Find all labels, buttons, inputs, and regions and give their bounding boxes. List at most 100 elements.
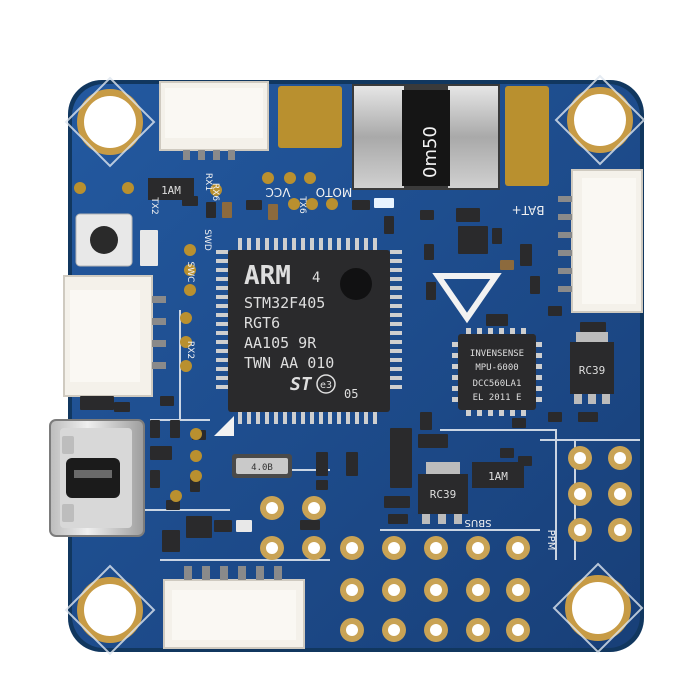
smd-part bbox=[388, 514, 408, 524]
mounting-hole-top-right bbox=[567, 87, 633, 153]
smd-part bbox=[114, 402, 130, 412]
mcu-digit: 4 bbox=[312, 270, 320, 286]
mcu-pin bbox=[216, 358, 228, 362]
mcu-pin bbox=[390, 367, 402, 371]
smd-part bbox=[236, 520, 252, 532]
mcu-pin bbox=[390, 340, 402, 344]
gold-via bbox=[284, 172, 296, 184]
mcu-pin bbox=[346, 238, 350, 250]
imu-pin bbox=[536, 375, 542, 380]
solder-pad-hole bbox=[614, 488, 626, 500]
solder-pad-hole bbox=[574, 488, 586, 500]
solder-pad-hole bbox=[512, 542, 524, 554]
gold-via bbox=[180, 336, 192, 348]
smd-part bbox=[346, 452, 358, 476]
mcu-pin bbox=[292, 412, 296, 424]
imu-chip: INVENSENSE MPU-6000 DCC560LA1 EL 2011 E bbox=[452, 328, 542, 416]
smd-part bbox=[214, 520, 232, 532]
solder-pad-hole bbox=[388, 584, 400, 596]
imu-pin bbox=[452, 364, 458, 369]
mcu-pin bbox=[364, 412, 368, 424]
mcu-pin bbox=[247, 238, 251, 250]
imu-pin bbox=[452, 342, 458, 347]
regulator-bottom-label: RC39 bbox=[430, 488, 457, 501]
smd-part bbox=[268, 204, 278, 220]
smd-part bbox=[140, 230, 158, 266]
solder-pad-hole bbox=[430, 624, 442, 636]
inductor-bottom-label: 1AM bbox=[488, 470, 508, 483]
solder-pad-hole bbox=[472, 584, 484, 596]
mcu-pin bbox=[390, 349, 402, 353]
imu-line2: MPU-6000 bbox=[475, 363, 518, 373]
silk-sbus: SBUS bbox=[465, 517, 492, 528]
regulator-top-label: RC39 bbox=[579, 364, 606, 377]
gold-via bbox=[210, 184, 222, 196]
silk-triangle-mark bbox=[214, 273, 502, 436]
smd-part bbox=[420, 210, 434, 220]
shunt-resistor: 0m50 bbox=[352, 84, 500, 190]
smd-part bbox=[512, 418, 526, 428]
mcu-pin bbox=[390, 376, 402, 380]
gold-via bbox=[74, 182, 86, 194]
mcu-pin bbox=[216, 250, 228, 254]
imu-pin bbox=[499, 410, 504, 416]
gold-via bbox=[190, 428, 202, 440]
solder-pad-hole bbox=[472, 542, 484, 554]
smd-part bbox=[486, 314, 508, 326]
imu-pin bbox=[499, 328, 504, 334]
smd-part bbox=[580, 322, 606, 332]
smd-part bbox=[150, 470, 160, 488]
gold-via bbox=[170, 490, 182, 502]
mounting-hole-top-left bbox=[77, 89, 143, 155]
mcu-pin bbox=[216, 304, 228, 308]
mcu-pin bbox=[216, 385, 228, 389]
imu-pin bbox=[536, 397, 542, 402]
mcu-pin bbox=[373, 238, 377, 250]
gold-via bbox=[190, 470, 202, 482]
solder-pad-hole bbox=[388, 624, 400, 636]
imu-line4: EL 2011 E bbox=[473, 393, 522, 403]
silk-rx1: RX1 bbox=[203, 173, 213, 191]
imu-pin bbox=[488, 328, 493, 334]
regulator-bottom: RC39 bbox=[418, 462, 468, 524]
smd-part bbox=[186, 516, 212, 538]
gold-vias bbox=[74, 172, 338, 502]
silk-swd: SWD bbox=[202, 229, 212, 251]
imu-pin bbox=[452, 397, 458, 402]
boot-button bbox=[75, 213, 133, 267]
mcu-pin bbox=[337, 238, 341, 250]
smd-part bbox=[316, 452, 328, 476]
mcu-pin bbox=[283, 412, 287, 424]
imu-line1: INVENSENSE bbox=[470, 349, 524, 359]
mcu-pin bbox=[390, 286, 402, 290]
mcu-pin bbox=[310, 238, 314, 250]
solder-pad-hole bbox=[512, 624, 524, 636]
smd-part bbox=[530, 276, 540, 294]
smd-part bbox=[352, 200, 370, 210]
solder-pad-hole bbox=[574, 452, 586, 464]
mcu-pin bbox=[390, 331, 402, 335]
smd-part bbox=[390, 428, 412, 488]
solder-pad-hole bbox=[430, 584, 442, 596]
imu-pin bbox=[536, 386, 542, 391]
smd-part bbox=[424, 244, 434, 260]
solder-pad-hole bbox=[308, 502, 320, 514]
mcu-line3: AA105 9R bbox=[244, 334, 317, 352]
imu-pin bbox=[466, 328, 471, 334]
solder-pad-hole bbox=[430, 542, 442, 554]
imu-pin bbox=[510, 410, 515, 416]
smd-part bbox=[520, 244, 532, 266]
solder-pad-hole bbox=[346, 542, 358, 554]
smd-part bbox=[162, 530, 180, 552]
smd-part bbox=[150, 420, 160, 438]
mcu-pin bbox=[216, 313, 228, 317]
mcu-pin bbox=[301, 238, 305, 250]
smd-part bbox=[170, 420, 180, 438]
silk-moto: MOTO bbox=[316, 185, 353, 199]
imu-pin bbox=[510, 328, 515, 334]
mcu-pin bbox=[301, 412, 305, 424]
inductor-top-left-label: 1AM bbox=[161, 184, 181, 197]
mcu-pin bbox=[390, 304, 402, 308]
mcu-pin bbox=[328, 412, 332, 424]
mcu-pin bbox=[216, 340, 228, 344]
